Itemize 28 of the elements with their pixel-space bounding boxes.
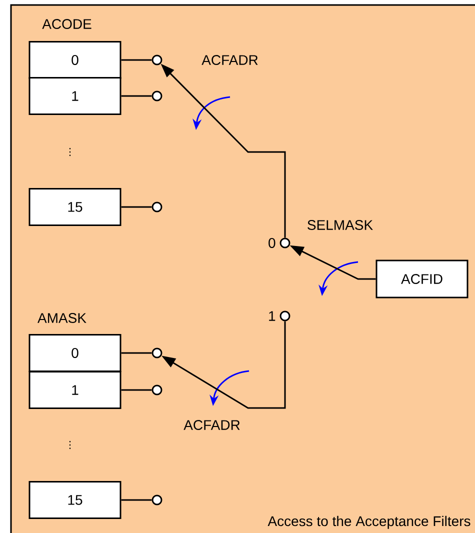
connector	[121, 352, 152, 354]
register-box: 0	[28, 334, 122, 372]
terminal-label: 1	[269, 311, 276, 321]
register-box: 1	[28, 77, 122, 115]
terminal-circle	[152, 384, 162, 396]
terminal-circle	[152, 348, 162, 358]
terminal-label: 0	[268, 238, 276, 248]
heading: ACODE	[42, 19, 92, 29]
connector	[121, 206, 152, 208]
terminal-circle	[152, 54, 162, 66]
register-box: 0	[28, 41, 122, 79]
connector	[121, 95, 152, 97]
terminal-circle	[152, 494, 162, 506]
register-box: 15	[28, 481, 122, 519]
register-box: ACFID	[376, 260, 468, 298]
terminal-circle	[152, 90, 162, 102]
ellipsis: ⋮	[69, 148, 71, 156]
connector	[121, 59, 152, 61]
ellipsis: ⋮	[69, 440, 71, 450]
signal-label: SELMASK	[308, 220, 373, 230]
connector	[121, 499, 152, 501]
signal-label: ACFADR	[202, 55, 258, 65]
register-box: 15	[28, 188, 122, 226]
connector	[121, 389, 152, 391]
register-box: 1	[28, 371, 122, 409]
signal-label: ACFADR	[184, 420, 240, 430]
terminal-circle	[152, 202, 162, 212]
panel-title: Access to the Acceptance Filters	[268, 516, 470, 529]
